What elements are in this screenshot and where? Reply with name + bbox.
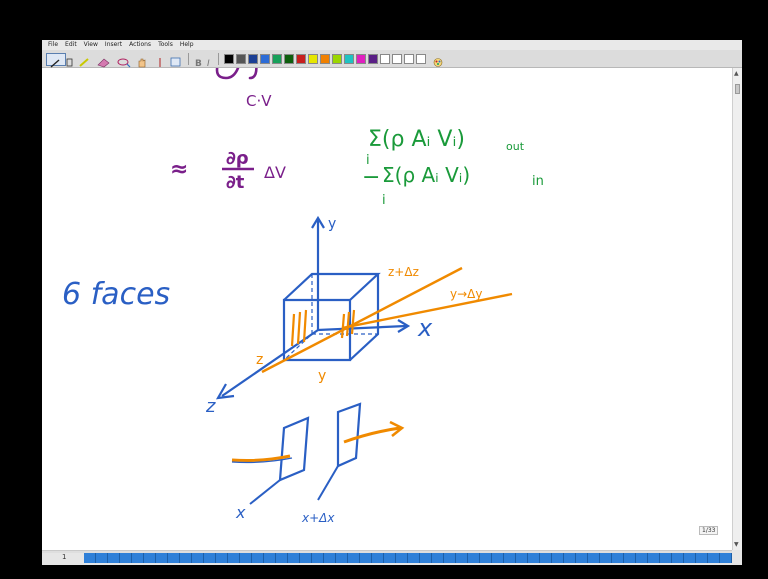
color-swatch-red[interactable]	[296, 54, 306, 64]
ink-layer: C·V ≈ ∂ρ ∂t ΔV Σ(ρ Aᵢ Vᵢ) out i − Σ(ρ Aᵢ…	[62, 60, 544, 525]
ink-right-surface	[336, 402, 362, 468]
ink-z-axis-arrow	[215, 383, 235, 400]
ink-x-axis-label: x	[417, 314, 433, 342]
highlighter-icon[interactable]	[78, 53, 92, 67]
color-swatch-lime[interactable]	[332, 54, 342, 64]
menu-insert[interactable]: Insert	[104, 41, 123, 48]
ink-diagonal-line	[261, 266, 463, 374]
pen-options-icon[interactable]	[66, 53, 74, 67]
ink-partial-rho: ∂ρ	[226, 148, 249, 169]
menu-tools[interactable]: Tools	[158, 41, 173, 48]
ink-inflow-arrow	[231, 454, 291, 462]
ink-top-fragment-stroke	[215, 60, 258, 80]
color-swatch-white-3[interactable]	[404, 54, 414, 64]
ink-x-plus-dx-label: x+Δx	[301, 511, 335, 525]
horizontal-scrollbar[interactable]	[42, 550, 732, 553]
ink-y-face-line	[341, 292, 513, 330]
menu-help[interactable]: Help	[179, 41, 194, 48]
color-swatch-white-2[interactable]	[392, 54, 402, 64]
svg-text:B: B	[195, 59, 202, 68]
insert-space-icon[interactable]	[154, 53, 166, 67]
menu-bar: File Edit View Insert Actions Tools Help	[42, 40, 742, 50]
scroll-up-icon[interactable]: ▲	[734, 70, 739, 77]
ink-delta-v: ΔV	[264, 163, 286, 182]
ink-y-plus-dy-label: y→Δy	[450, 287, 482, 301]
menu-actions[interactable]: Actions	[129, 41, 152, 48]
menu-file[interactable]: File	[48, 41, 59, 48]
page-indicator-badge: 1/33	[699, 526, 719, 535]
ink-y-axis-arrow	[311, 215, 325, 229]
menu-edit[interactable]: Edit	[65, 41, 77, 48]
color-swatch-cyan[interactable]	[344, 54, 354, 64]
color-swatch-gray[interactable]	[236, 54, 246, 64]
color-swatch-yellow[interactable]	[308, 54, 318, 64]
ink-x-dx-leader-line	[317, 465, 339, 501]
color-swatch-blue[interactable]	[260, 54, 270, 64]
ink-outflow-arrowhead	[389, 420, 405, 438]
ink-sum-in: Σ(ρ Aᵢ Vᵢ)	[382, 163, 470, 187]
pen-icon[interactable]	[46, 53, 66, 68]
ink-six-faces: 6 faces	[62, 277, 170, 312]
ink-partial-t: ∂t	[226, 172, 245, 193]
lasso-icon[interactable]	[116, 53, 132, 68]
ink-approx-sign: ≈	[170, 157, 188, 182]
color-swatch-white[interactable]	[380, 54, 390, 64]
ink-z-axis	[221, 329, 319, 397]
ink-minus-sign: −	[362, 165, 380, 190]
ink-z-plus-dz-label: z+Δz	[388, 265, 419, 279]
color-swatch-purple[interactable]	[368, 54, 378, 64]
page-navigation-bar: 1	[42, 550, 742, 565]
note-canvas[interactable]: C·V ≈ ∂ρ ∂t ΔV Σ(ρ Aᵢ Vᵢ) out i − Σ(ρ Aᵢ…	[42, 60, 732, 550]
italic-icon[interactable]: I	[205, 53, 214, 69]
ink-x-axis	[317, 324, 407, 332]
ink-z-axis-label: z	[205, 396, 216, 417]
svg-text:I: I	[207, 59, 210, 68]
select-rect-icon[interactable]	[170, 53, 182, 67]
toolbar: B I	[42, 50, 742, 69]
eraser-icon[interactable]	[96, 53, 112, 68]
color-swatch-white-4[interactable]	[416, 54, 426, 64]
journal-window: File Edit View Insert Actions Tools Help	[42, 40, 742, 565]
ink-z-label: z	[256, 352, 263, 368]
page-thumbnail-strip[interactable]	[84, 553, 732, 563]
bold-icon[interactable]: B	[194, 53, 203, 69]
toolbar-separator	[218, 53, 219, 65]
color-swatch-darkgreen[interactable]	[284, 54, 294, 64]
vertical-scrollbar[interactable]: ▲ ▼	[732, 68, 742, 550]
color-swatch-green[interactable]	[272, 54, 282, 64]
ink-face-hatching	[290, 309, 356, 347]
ink-in-subscript: in	[532, 174, 544, 189]
color-swatch-orange[interactable]	[320, 54, 330, 64]
ink-x-label: x	[235, 503, 246, 522]
ink-inflow-arrow-outline	[231, 457, 293, 464]
ink-left-surface	[278, 416, 310, 482]
scroll-thumb[interactable]	[735, 84, 740, 94]
menu-view[interactable]: View	[83, 41, 98, 48]
ink-sum-index-in: i	[382, 193, 386, 208]
ink-sum-out: Σ(ρ Aᵢ Vᵢ)	[368, 127, 465, 152]
ink-sum-index-out: i	[366, 153, 370, 168]
ink-y-axis-label: y	[328, 216, 336, 232]
ink-outflow-arrow	[343, 426, 401, 444]
toolbar-separator	[188, 53, 189, 65]
color-swatch-navy[interactable]	[248, 54, 258, 64]
color-swatch-magenta[interactable]	[356, 54, 366, 64]
current-page-number: 1	[62, 553, 67, 561]
hand-icon[interactable]	[136, 53, 150, 68]
ink-y-label: y	[318, 368, 326, 384]
ink-cube-hidden-edges	[283, 274, 378, 361]
color-swatch-black[interactable]	[224, 54, 234, 64]
scroll-down-icon[interactable]: ▼	[734, 541, 739, 548]
ink-x-leader-line	[249, 479, 281, 505]
ink-x-axis-arrow	[397, 319, 411, 333]
ink-cv-label: C·V	[246, 92, 272, 110]
palette-icon[interactable]	[432, 53, 444, 67]
ink-out-subscript: out	[506, 140, 525, 153]
